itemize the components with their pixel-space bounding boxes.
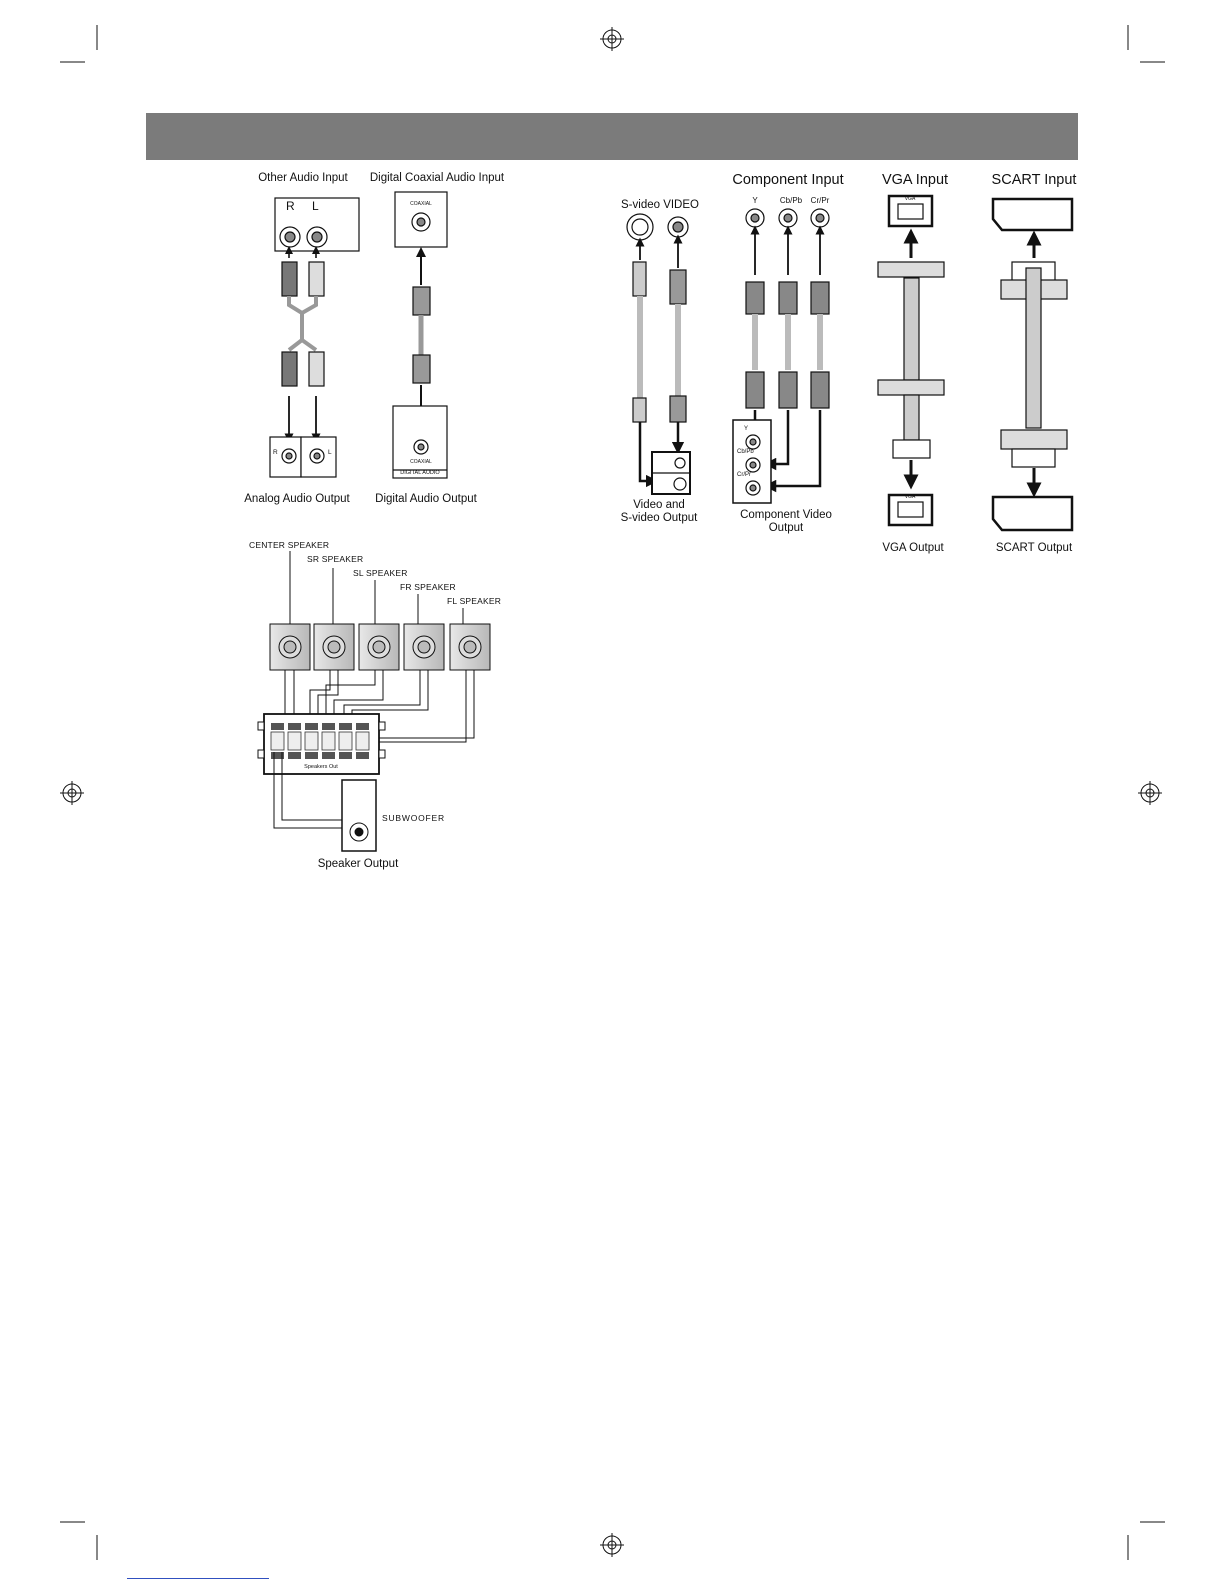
digital-coaxial-diagram [392, 191, 448, 479]
label-out-r: R [273, 449, 278, 456]
label-center-speaker: CENTER SPEAKER [249, 540, 330, 550]
label-scart-input: SCART Input [991, 172, 1077, 188]
label-digital-audio-small: DIGITAL AUDIO [400, 470, 440, 476]
crosshair-icon-top [600, 27, 624, 51]
label-out-l: L [328, 449, 332, 456]
label-comp-crpr: Cr/Pr [810, 196, 830, 205]
speaker-sr [313, 623, 355, 671]
label-vga-input: VGA Input [881, 172, 949, 188]
section-header-bar [146, 113, 1078, 160]
label-vga-out-small: VGA [904, 494, 916, 500]
label-comp-out-cbpb: Cb/Pb [737, 449, 754, 455]
label-component-video-output-1: Component Video [740, 509, 832, 521]
label-speakers-out-small: Speakers Out [304, 764, 338, 770]
scart-diagram [991, 197, 1074, 532]
label-sr-speaker: SR SPEAKER [307, 554, 364, 564]
crosshair-icon-left [60, 781, 84, 805]
speaker-center [269, 623, 311, 671]
label-comp-y: Y [752, 196, 758, 205]
registration-marks [60, 25, 1165, 1560]
label-other-audio-input: Other Audio Input [258, 172, 348, 184]
vga-diagram [877, 194, 945, 527]
speaker-fr [403, 623, 445, 671]
crosshair-icon-bottom [600, 1533, 624, 1557]
footer-line [127, 1578, 269, 1579]
speaker-diagram [257, 551, 491, 852]
label-fl-speaker: FL SPEAKER [447, 596, 502, 606]
label-comp-out-y: Y [744, 426, 749, 432]
speaker-fl [449, 623, 491, 671]
label-component-video-output-2: Output [768, 522, 804, 534]
label-comp-cbpb: Cb/Pb [779, 196, 803, 205]
label-vga-in-small: VGA [904, 196, 916, 202]
subwoofer-box [341, 779, 377, 852]
label-video-svideo-output-1: Video and [633, 499, 685, 511]
analog-audio-diagram [269, 197, 360, 478]
label-subwoofer: SUBWOOFER [382, 813, 445, 823]
label-digital-coaxial-audio-input: Digital Coaxial Audio Input [369, 172, 505, 184]
label-comp-out-crpr: Cr/Pr [737, 472, 751, 478]
label-vga-output: VGA Output [882, 542, 944, 554]
label-coaxial-input-small: COAXIAL [410, 201, 432, 207]
label-video-svideo-output-2: S-video Output [620, 512, 698, 524]
component-diagram [732, 208, 830, 504]
label-fr-speaker: FR SPEAKER [400, 582, 456, 592]
label-speaker-output: Speaker Output [317, 858, 399, 870]
label-svideo-video: S-video VIDEO [621, 199, 699, 211]
label-digital-audio-output: Digital Audio Output [375, 493, 477, 505]
label-scart-output: SCART Output [995, 542, 1073, 554]
label-sl-speaker: SL SPEAKER [353, 568, 408, 578]
svideo-diagram [626, 213, 691, 495]
label-coaxial-output-small: COAXIAL [410, 459, 432, 465]
label-analog-audio-output: Analog Audio Output [244, 493, 350, 505]
crosshair-icon-right [1138, 781, 1162, 805]
label-jack-l: L [312, 199, 319, 213]
label-component-input: Component Input [732, 172, 844, 188]
speaker-sl [358, 623, 400, 671]
label-jack-r: R [286, 199, 295, 213]
